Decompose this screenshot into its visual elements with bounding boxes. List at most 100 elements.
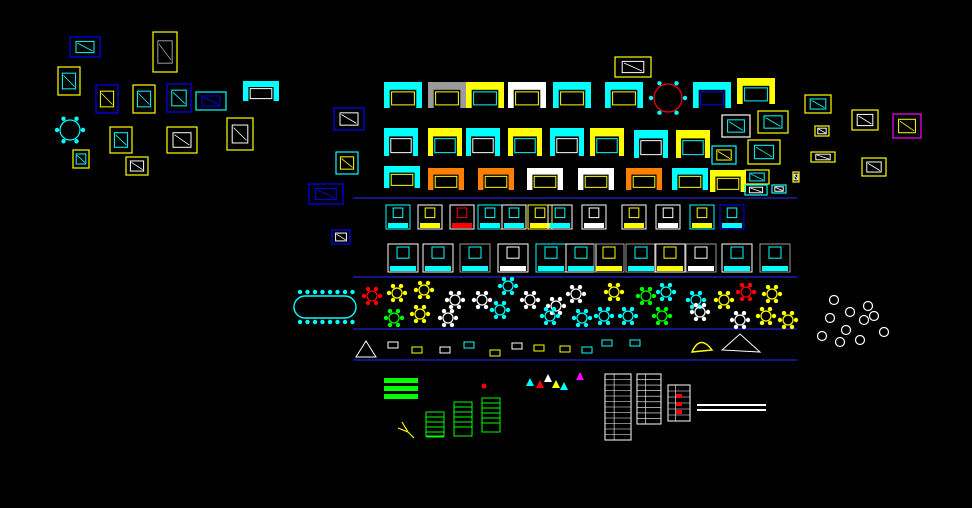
block-hatch: [717, 151, 731, 159]
chair: [449, 308, 455, 314]
sofa-block: [466, 82, 504, 108]
block-hatch: [158, 43, 172, 61]
chair: [460, 297, 466, 303]
chair: [350, 319, 355, 325]
sofa-back: [590, 128, 624, 137]
chair: [674, 110, 679, 115]
sofa-back: [550, 128, 584, 137]
chair: [767, 320, 773, 326]
chair: [615, 296, 621, 302]
block-outline: [747, 139, 781, 165]
block-outline: [308, 183, 344, 205]
sofa-back: [478, 168, 514, 175]
block-hatch: [775, 187, 783, 191]
elevation-frame: [527, 204, 553, 230]
chair: [759, 320, 765, 326]
sofa-block: [550, 128, 584, 156]
sofa-block: [590, 128, 624, 156]
elevation-base: [420, 223, 440, 228]
chair: [765, 284, 771, 290]
plant-block: [824, 312, 836, 324]
sofa-back: [428, 82, 466, 90]
chair: [674, 81, 679, 86]
furniture-block: [166, 83, 192, 113]
chair: [448, 290, 454, 296]
chair: [413, 318, 419, 324]
layer-color-swatch: [676, 402, 682, 406]
block-inner: [61, 72, 77, 90]
chair: [733, 324, 739, 330]
chair: [647, 286, 653, 292]
furniture-block: [792, 171, 800, 183]
sofa-arm: [656, 168, 662, 190]
elevation-frame: [565, 243, 597, 273]
block-hatch: [755, 146, 773, 158]
round-table-block: [571, 308, 593, 328]
table-top: [576, 312, 588, 324]
chair: [583, 308, 589, 314]
elevation-panel: [696, 207, 708, 219]
table-top: [391, 287, 403, 299]
elevation-panel: [768, 246, 782, 259]
lamp-block: [355, 340, 377, 358]
block-inner: [856, 113, 874, 127]
table-top: [718, 294, 730, 306]
sofa-arm: [637, 82, 643, 108]
schedule-frame: [481, 397, 501, 433]
sofa-table: [515, 91, 539, 106]
chair: [755, 313, 761, 319]
chair: [777, 291, 783, 297]
sofa-table: [390, 173, 414, 186]
chair: [509, 290, 515, 296]
elevation-base: [584, 223, 604, 228]
elevation-panel: [554, 207, 566, 219]
chair: [475, 290, 481, 296]
sofa-arm: [494, 128, 500, 156]
sofa-arm: [458, 168, 464, 190]
sofa-back: [243, 81, 279, 87]
table-top: [418, 284, 430, 296]
sofa-table: [632, 175, 656, 188]
chair: [629, 320, 635, 326]
elevation-block: [689, 204, 715, 230]
elevation-panel: [392, 207, 404, 219]
table-top: [782, 314, 794, 326]
sofa-block: [605, 82, 643, 108]
block-inner: [866, 161, 882, 173]
chair: [581, 291, 587, 297]
sofa-arm: [626, 168, 632, 190]
block-hatch: [63, 75, 75, 87]
sofa-block: [508, 82, 546, 108]
sofa-arm: [578, 168, 584, 190]
sofa-table: [473, 91, 497, 106]
block-hatch: [811, 100, 825, 108]
sofa-back: [384, 82, 422, 90]
accessory-block: [489, 349, 501, 357]
table-top: [694, 306, 706, 318]
furniture-block: [892, 113, 922, 139]
block-hatch: [131, 162, 143, 170]
chair: [399, 315, 405, 321]
furniture-block: [69, 36, 101, 58]
elevation-frame: [685, 243, 717, 273]
chair: [765, 298, 771, 304]
block-outline: [132, 84, 156, 114]
round-table-block: [735, 282, 757, 302]
table-top: [550, 300, 562, 312]
chair: [549, 296, 555, 302]
chair: [493, 300, 499, 306]
block-inner: [339, 112, 359, 126]
elevation-panel: [484, 207, 496, 219]
round-table-block: [635, 286, 657, 306]
chair: [501, 314, 507, 320]
block-outline: [810, 151, 836, 163]
chair: [605, 320, 611, 326]
table-top: [544, 310, 556, 322]
chair: [671, 289, 677, 295]
elevation-block: [654, 243, 686, 273]
sofa-arm: [550, 128, 556, 156]
chair: [387, 322, 393, 328]
elevation-panel: [694, 246, 708, 259]
chair: [312, 289, 318, 295]
layer-color-swatch: [676, 410, 682, 414]
